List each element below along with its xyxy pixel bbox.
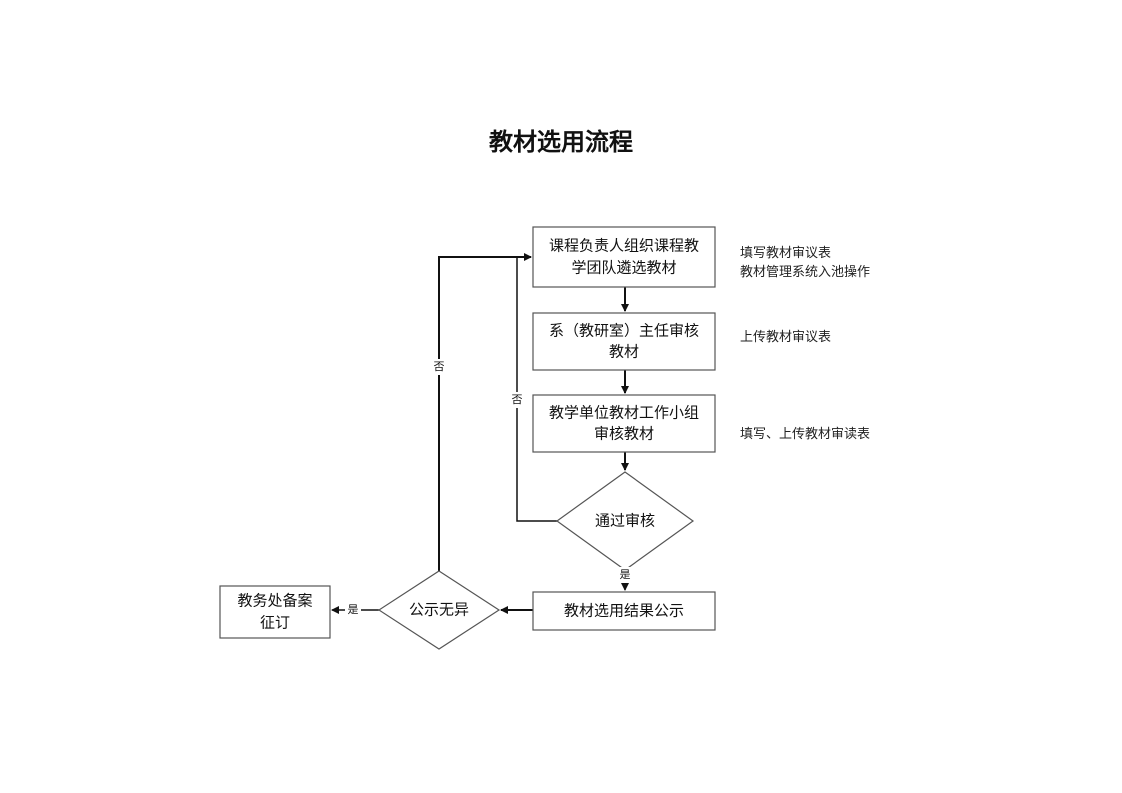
edge-label-no-inner: 否 <box>512 393 523 406</box>
node-decision1: 通过审核 <box>555 471 695 571</box>
svg-text:公示无异: 公示无异 <box>409 601 469 619</box>
svg-text:教学单位教材工作小组: 教学单位教材工作小组 <box>549 404 699 422</box>
node-step3: 教学单位教材工作小组 审核教材 <box>532 394 716 453</box>
note-step1-line2: 教材管理系统入池操作 <box>740 264 870 280</box>
edge-label-yes-decision1: 是 <box>620 568 631 581</box>
svg-text:征订: 征订 <box>260 614 290 632</box>
svg-text:教材选用结果公示: 教材选用结果公示 <box>564 602 684 620</box>
svg-text:系（教研室）主任审核: 系（教研室）主任审核 <box>549 322 699 340</box>
node-step1: 课程负责人组织课程教 学团队遴选教材 <box>532 226 716 288</box>
svg-text:教务处备案: 教务处备案 <box>237 592 312 610</box>
diagram-title: 教材选用流程 <box>489 127 633 156</box>
svg-text:审核教材: 审核教材 <box>594 425 654 443</box>
edge-label-yes-decision2: 是 <box>348 603 359 616</box>
node-step2: 系（教研室）主任审核 教材 <box>532 312 716 371</box>
note-step3: 填写、上传教材审读表 <box>740 426 870 442</box>
svg-text:教材: 教材 <box>609 343 639 361</box>
node-decision2: 公示无异 <box>377 570 501 650</box>
svg-text:课程负责人组织课程教: 课程负责人组织课程教 <box>549 237 699 255</box>
loop-decision2-no <box>438 253 532 571</box>
note-step1-line1: 填写教材审议表 <box>740 245 831 261</box>
svg-text:通过审核: 通过审核 <box>595 512 655 530</box>
loop-decision1-no <box>516 257 557 522</box>
note-step2: 上传教材审议表 <box>740 329 831 345</box>
node-step4: 教材选用结果公示 <box>532 591 716 631</box>
edge-label-no-outer: 否 <box>434 360 445 373</box>
svg-text:学团队遴选教材: 学团队遴选教材 <box>571 259 676 277</box>
node-final: 教务处备案 征订 <box>219 585 331 639</box>
